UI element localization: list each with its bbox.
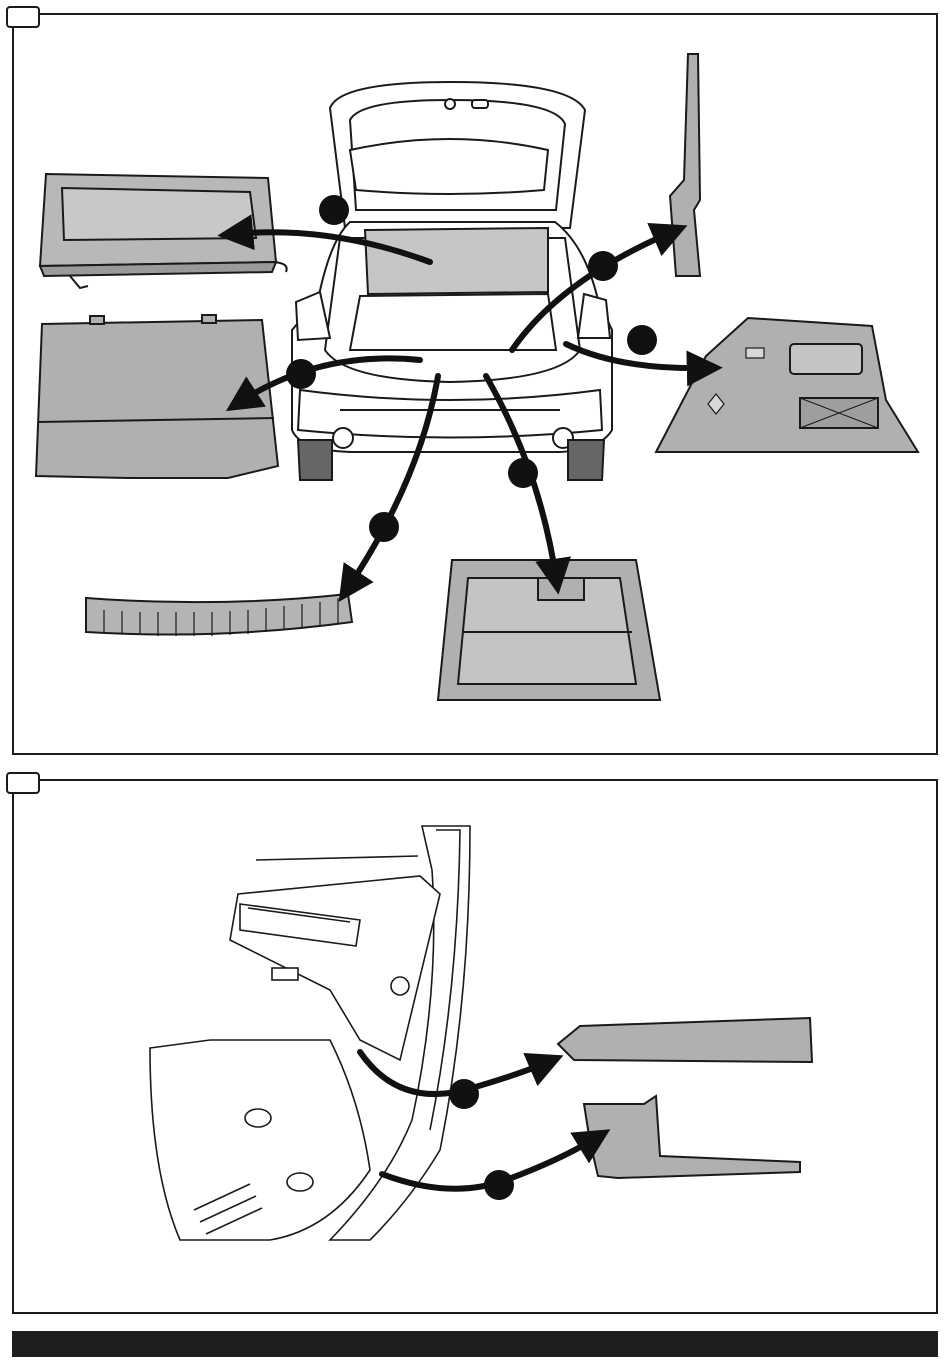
loading-sill-trim	[86, 594, 352, 636]
storage-tray	[438, 560, 660, 700]
dashboard-interior-icon	[150, 826, 470, 1240]
vehicle-rear-icon	[292, 82, 612, 480]
dash-side-cover	[558, 1018, 812, 1062]
footer-bar	[12, 1331, 938, 1357]
side-trim-panel-with-net	[656, 318, 918, 452]
callout-dot-icon	[449, 1079, 514, 1200]
a-pillar-sill-trim	[584, 1096, 800, 1178]
left-pillar-trim	[670, 54, 700, 276]
trunk-floor-panel	[36, 315, 278, 478]
